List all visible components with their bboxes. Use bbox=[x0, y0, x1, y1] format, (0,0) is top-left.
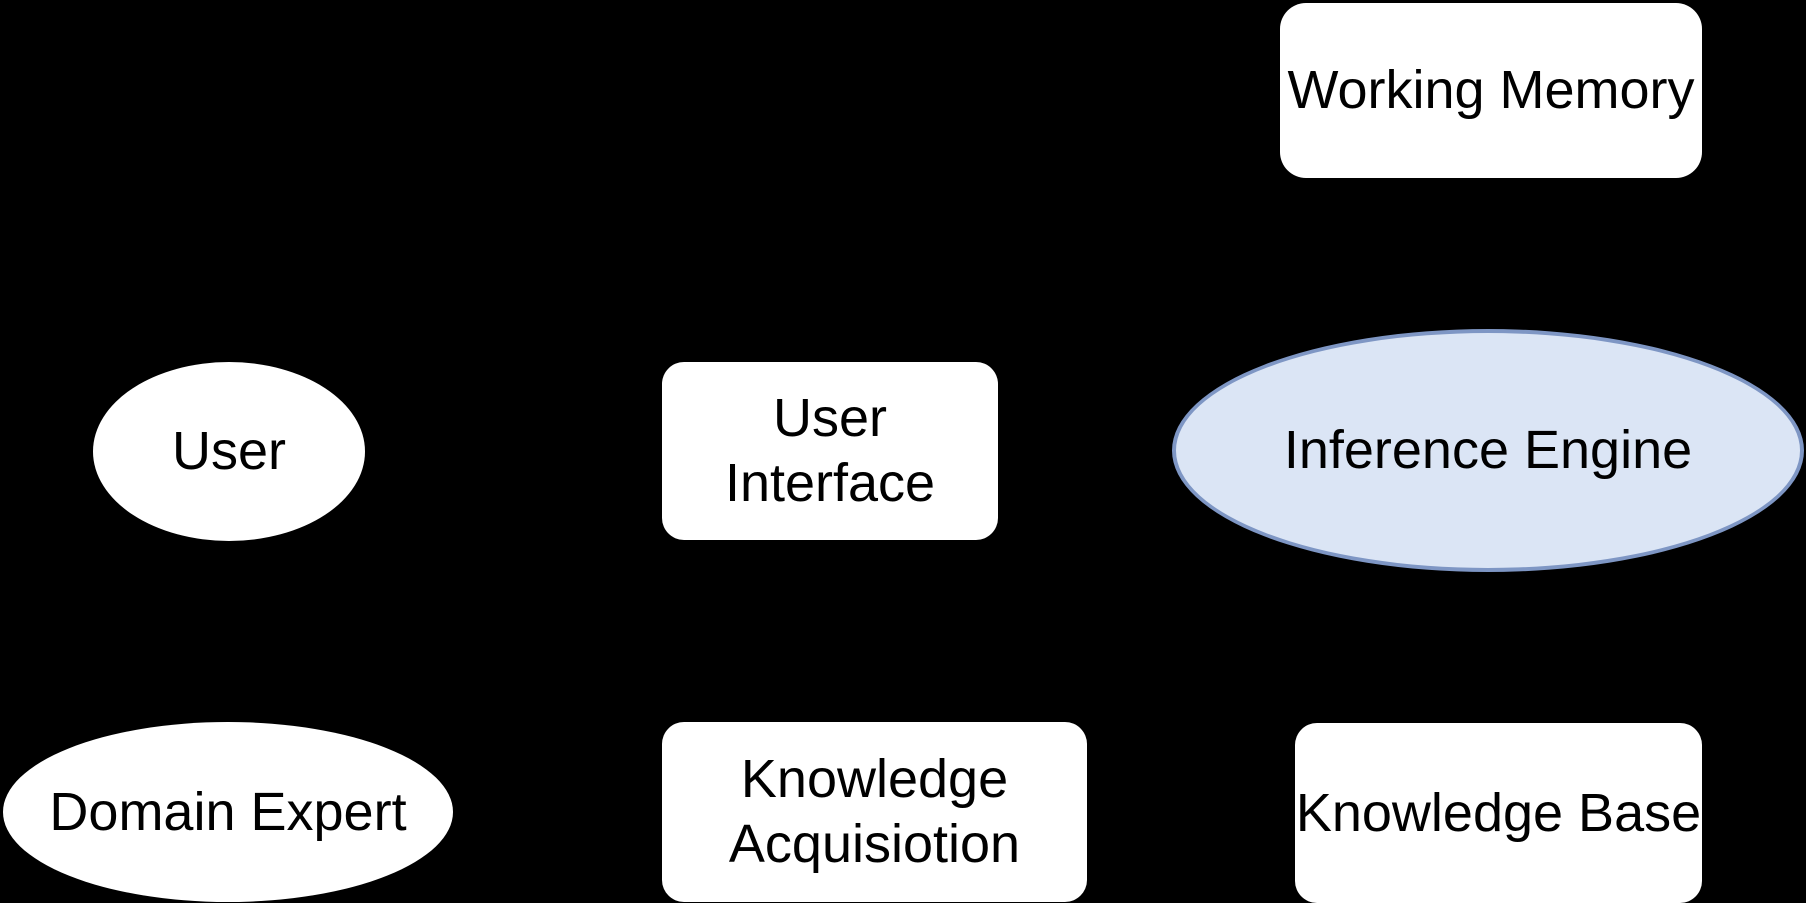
node-user-interface: User Interface bbox=[662, 362, 998, 540]
node-working-memory: Working Memory bbox=[1280, 3, 1702, 178]
node-domain-expert: Domain Expert bbox=[3, 722, 453, 902]
node-user: User bbox=[93, 362, 365, 541]
node-working-memory-label: Working Memory bbox=[1287, 60, 1695, 121]
node-domain-expert-label: Domain Expert bbox=[49, 781, 407, 842]
node-knowledge-acquisition-label-line2: Acquisiotion bbox=[728, 814, 1021, 874]
node-knowledge-acquisition: Knowledge Acquisiotion bbox=[662, 722, 1087, 902]
node-user-label: User bbox=[171, 421, 286, 482]
node-knowledge-base: Knowledge Base bbox=[1295, 723, 1702, 903]
node-user-interface-label-line2: Interface bbox=[724, 453, 936, 513]
node-inference-engine-label: Inference Engine bbox=[1283, 420, 1693, 481]
node-user-interface-label-line1: User bbox=[772, 388, 887, 449]
node-knowledge-base-label: Knowledge Base bbox=[1295, 782, 1702, 843]
node-knowledge-acquisition-label-line1: Knowledge bbox=[740, 749, 1009, 810]
node-inference-engine: Inference Engine bbox=[1172, 329, 1804, 572]
